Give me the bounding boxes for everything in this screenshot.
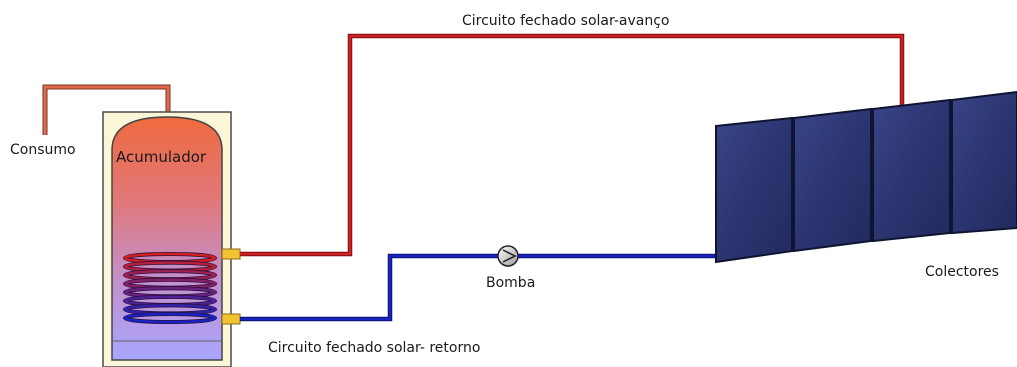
avanco-label: Circuito fechado solar-avanço xyxy=(462,13,670,29)
acumulador-label: Acumulador xyxy=(116,148,207,166)
consumo-pipe xyxy=(42,84,171,135)
heat-exchanger-coil xyxy=(123,252,217,324)
bomba-pump-icon xyxy=(497,245,519,267)
coil-turn xyxy=(123,312,217,324)
retorno-label: Circuito fechado solar- retorno xyxy=(268,340,480,356)
hot-connector xyxy=(221,248,241,260)
colectores-label: Colectores xyxy=(925,264,999,280)
colectores-panels xyxy=(715,90,1017,264)
cold-connector xyxy=(221,313,241,325)
avanco-pipe xyxy=(240,33,905,257)
bomba-label: Bomba xyxy=(486,275,535,291)
consumo-label: Consumo xyxy=(10,142,76,158)
retorno-pipe xyxy=(240,253,718,322)
